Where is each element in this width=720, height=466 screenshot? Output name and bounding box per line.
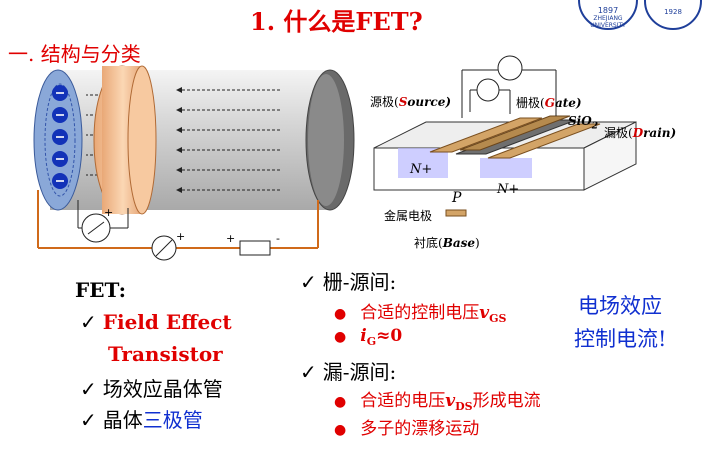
gate-label: 栅极(Gate) <box>516 96 582 110</box>
n-plus-right-label: N+ <box>497 182 520 197</box>
n-plus-region-left <box>398 148 448 178</box>
bullet-icon: ● <box>334 394 347 410</box>
metal-tab <box>445 209 467 217</box>
n-plus-region-right <box>480 158 532 178</box>
check-icon: ✓ <box>80 377 97 401</box>
logo2-year: 1928 <box>664 8 682 16</box>
cylinder-end-inner <box>308 74 344 206</box>
bullet-icon: ● <box>334 422 347 438</box>
gs-item-gate-current: ●iG≈0 <box>334 326 403 348</box>
ds-item-voltage-current: ●合适的电压vDS形成电流 <box>334 391 541 413</box>
source-label: 源极(Source) <box>370 95 452 109</box>
note-line-1: 电场效应 <box>578 294 662 318</box>
substrate-side <box>583 121 637 191</box>
p-substrate-label: P <box>452 190 462 206</box>
section-heading-structure: 一. 结构与分类 <box>8 42 141 66</box>
fet-heading: FET: <box>75 278 126 302</box>
list-item-triode: ✓晶体三极管 <box>80 408 203 432</box>
gate-ring-edge <box>127 65 157 215</box>
check-icon: ✓ <box>300 270 317 294</box>
drain-label: 漏极(Drain) <box>604 126 677 140</box>
polarity-plus-3: + <box>226 232 235 245</box>
university-logo: 1897 ZHEJIANG UNIVERSITY <box>578 0 638 30</box>
page-title: 1. 什么是FET? <box>250 7 423 36</box>
source-electrode <box>429 117 543 153</box>
sio2-label: SiO2 <box>568 114 598 132</box>
gs-heading: ✓栅-源间: <box>300 270 397 294</box>
ds-heading: ✓漏-源间: <box>300 360 397 384</box>
logo-year: 1897 <box>597 6 619 15</box>
polarity-minus: - <box>276 232 280 245</box>
base-label: 衬底(Base) <box>414 236 480 250</box>
drain-electrode <box>487 123 601 159</box>
list-item-transistor: Transistor <box>108 342 223 366</box>
n-plus-left-label: N+ <box>410 162 433 177</box>
drift-arrowheads <box>176 87 182 193</box>
electrode-wires <box>446 55 557 215</box>
bullet-icon: ● <box>334 329 347 345</box>
list-item-chinese-name: ✓场效应晶体管 <box>80 377 223 401</box>
logo-text: ZHEJIANG UNIVERSITY <box>590 15 626 29</box>
polarity-plus-1: + <box>104 206 113 219</box>
gs-item-control-voltage: ●合适的控制电压vGS <box>334 303 507 325</box>
polarity-plus-2: + <box>176 230 185 243</box>
ds-item-drift: ●多子的漂移运动 <box>334 419 480 439</box>
cylinder-fet-illustration: + + + - <box>33 65 355 261</box>
cylinder-body <box>50 70 330 210</box>
second-logo: 1928 <box>644 0 702 30</box>
drift-arrows <box>180 89 280 191</box>
check-icon: ✓ <box>80 408 97 432</box>
electron-charges <box>52 85 68 189</box>
source-arrow <box>87 221 105 235</box>
channel-outline <box>44 83 76 197</box>
metal-electrode-label: 金属电极 <box>384 209 433 223</box>
note-line-2: 控制电流! <box>574 327 667 351</box>
check-icon: ✓ <box>80 310 97 334</box>
list-item-field-effect: ✓Field Effect <box>80 310 232 334</box>
external-wires <box>37 190 319 249</box>
bullet-icon: ● <box>334 306 347 322</box>
mosfet-3d-diagram <box>373 55 637 217</box>
check-icon: ✓ <box>300 360 317 384</box>
gate-electrode <box>459 115 571 151</box>
source-arrow-2 <box>155 239 173 257</box>
